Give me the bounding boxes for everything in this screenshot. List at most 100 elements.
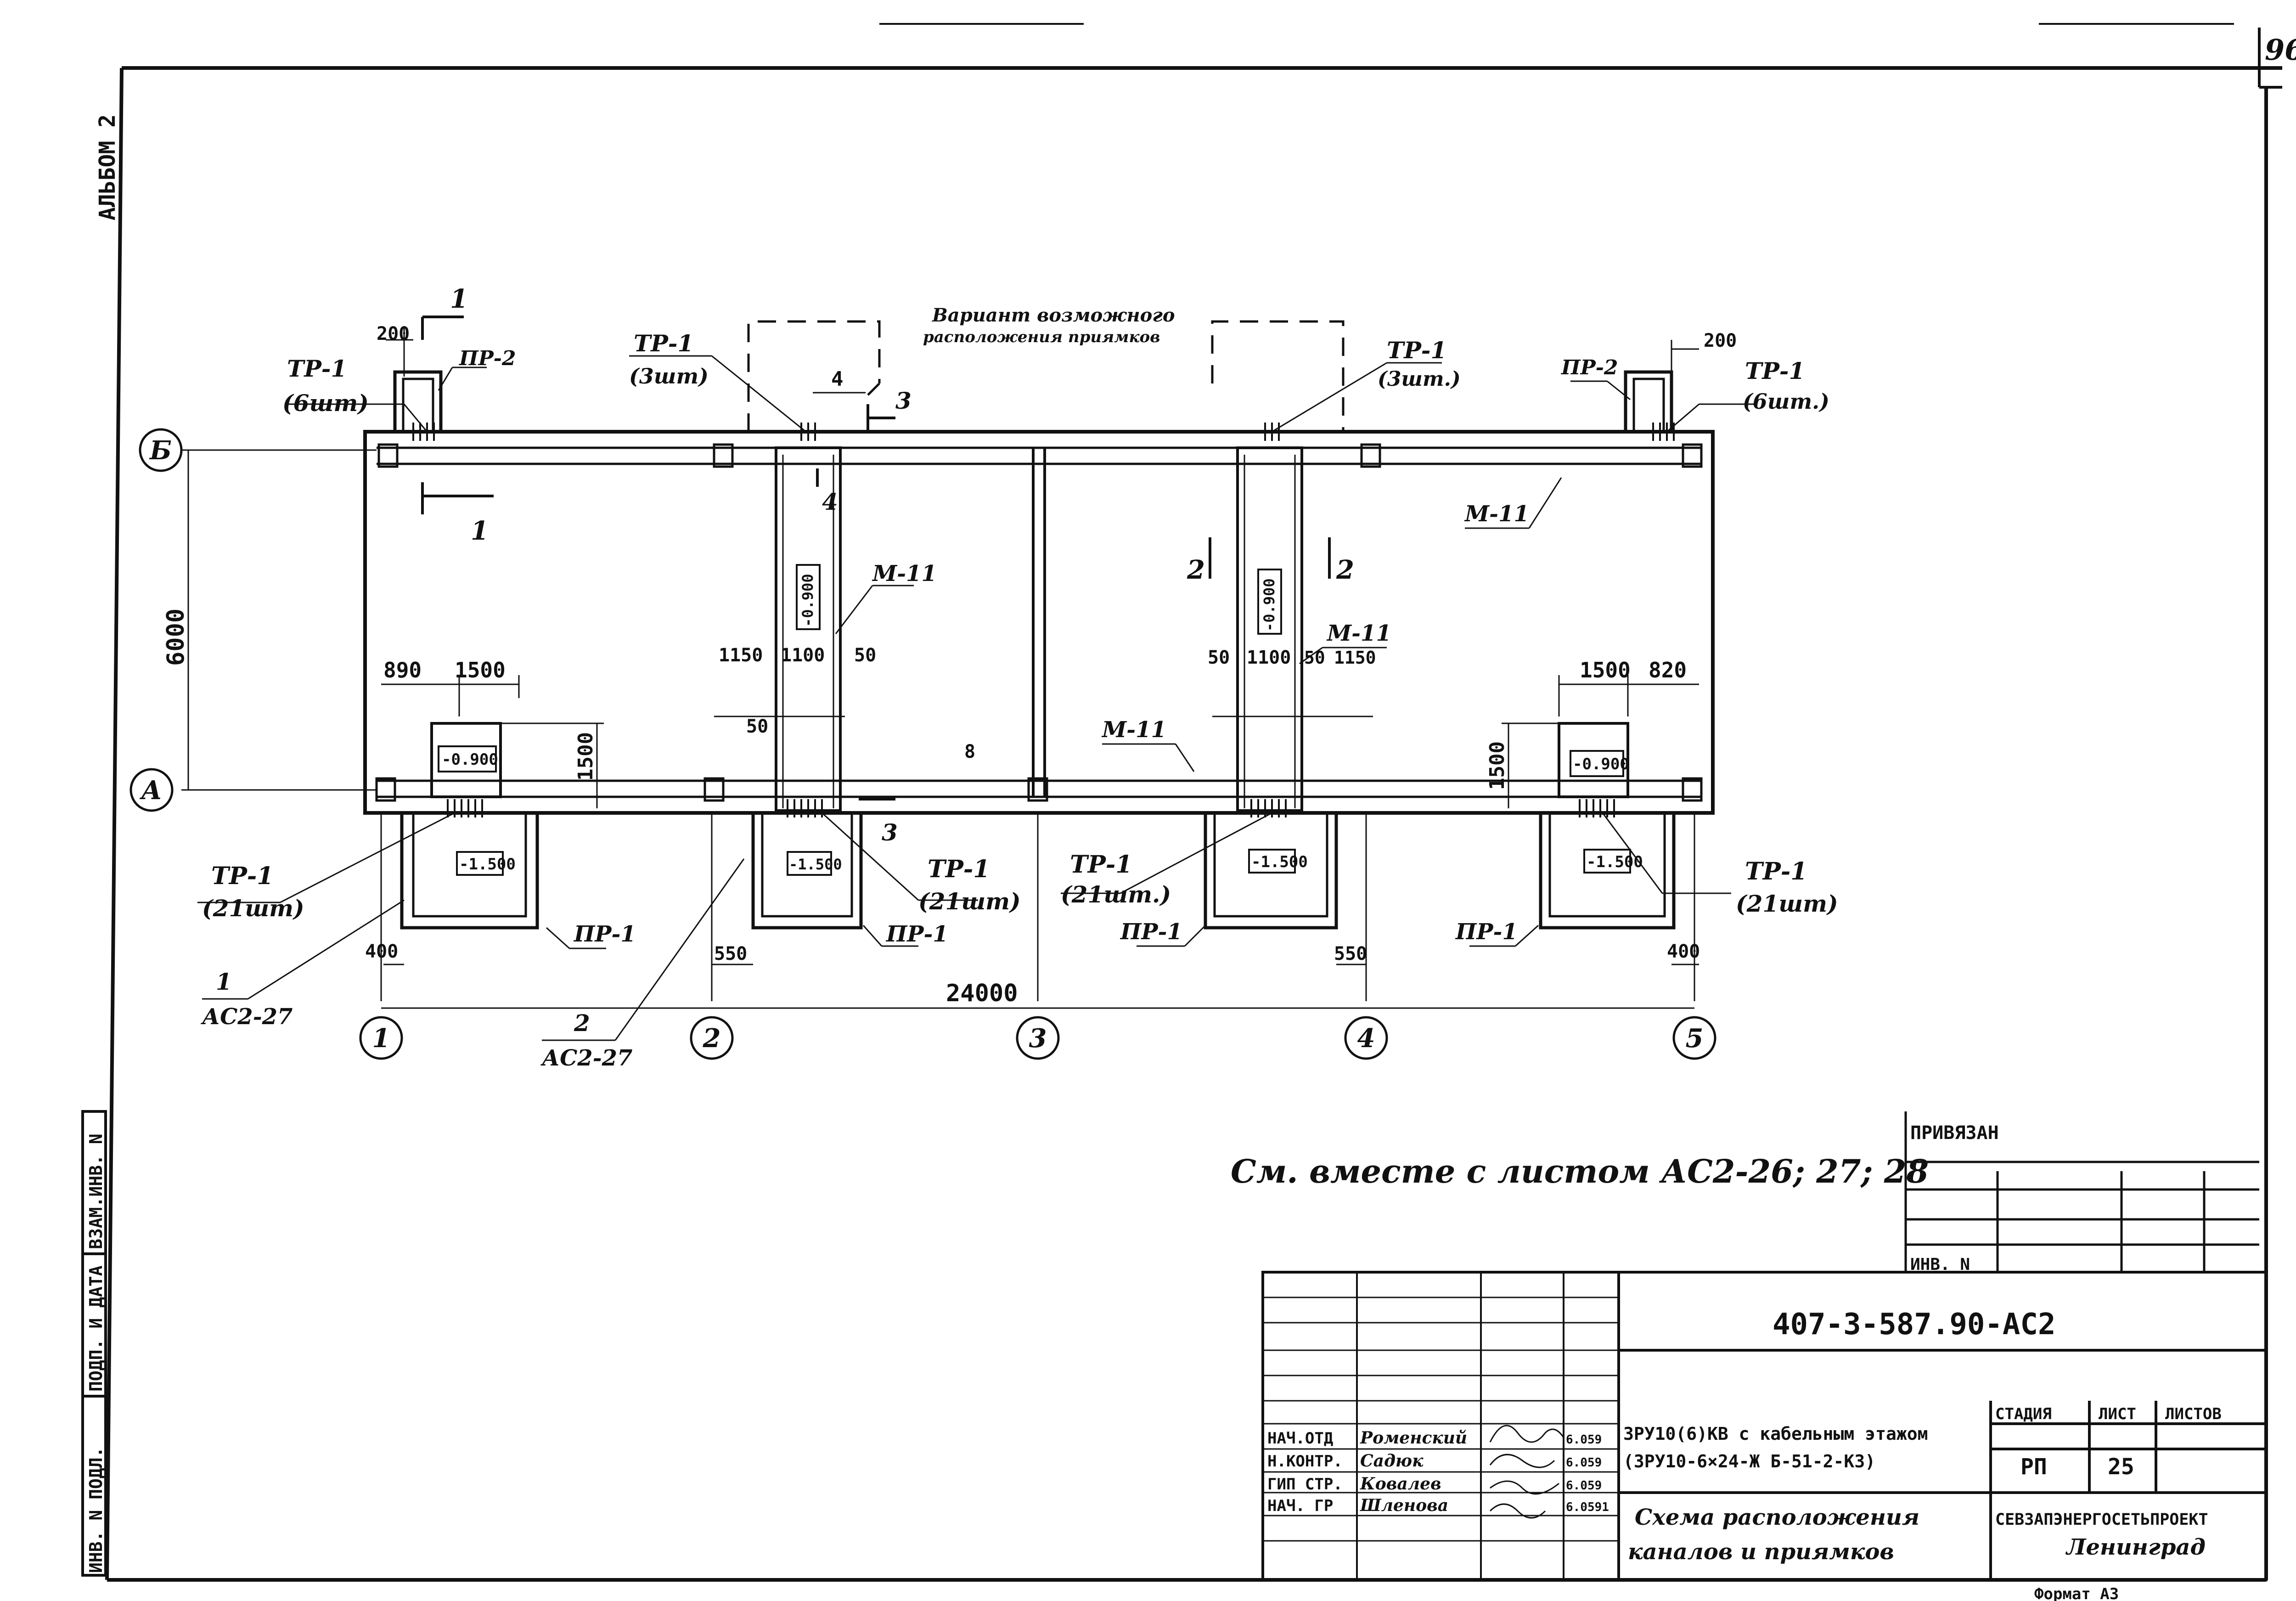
label-cut-4: 4 [822, 488, 838, 515]
date-4: 6.0591 [1566, 1500, 1609, 1514]
dim-pit-width-right: 1500 [1580, 658, 1631, 682]
signatures [1489, 1425, 1564, 1519]
axis-label-3: 3 [1029, 1023, 1047, 1054]
label-tp1-21-d-qty: (21шт) [1736, 890, 1838, 917]
label-m11-ch4: М-11 [1326, 620, 1391, 646]
dim-ch2-width: 1100 [781, 645, 825, 666]
stage-value: РП [2020, 1454, 2047, 1480]
dim-edge-400-right: 400 [1667, 941, 1700, 962]
label-cut-1-top: 1 [450, 284, 468, 314]
axis-lines [181, 449, 1695, 1009]
channel-axis-4 [1236, 446, 1303, 812]
label-cut-2-right: 2 [1336, 555, 1354, 585]
label-tp1-6-left: ТР-1 [287, 355, 347, 382]
dim-overall-length: 24000 [946, 980, 1018, 1007]
sheet-label: ЛИСТ [2099, 1405, 2136, 1423]
cross-reference-note: См. вместе с листом АС2-26; 27; 28 [1231, 1152, 1929, 1190]
role-gip-str: ГИП СТР. [1267, 1475, 1343, 1494]
project-line1: ЗРУ10(6)КВ с кабельным этажом [1623, 1424, 1928, 1444]
label-ref2-num: 2 [574, 1009, 590, 1037]
dim-pit-height-right: 1500 [1486, 741, 1509, 790]
sheet-title-line1: Схема расположения [1635, 1505, 1919, 1530]
label-tp1-21-b: ТР-1 [928, 855, 990, 883]
page-number: 96 [2265, 33, 2296, 67]
album-label: АЛЬБОМ 2 [95, 114, 120, 220]
section-marks [421, 316, 1331, 800]
pit-pr1-1 [400, 813, 539, 930]
binding-box [1904, 1111, 2266, 1274]
label-tp1-6-right: ТР-1 [1745, 357, 1805, 384]
role-n-kontr: Н.КОНТР. [1267, 1452, 1343, 1471]
label-cut-3-top: 3 [895, 387, 912, 414]
upper-pit-left [430, 722, 502, 798]
variant-pit-left [747, 320, 881, 432]
binding-title: ПРИВЯЗАН [1910, 1122, 1999, 1144]
axis-bubble-b [139, 428, 183, 472]
axis-bubble-2 [690, 1016, 734, 1060]
label-m11-ch2: М-11 [872, 561, 937, 586]
label-tp1-6-left-qty: (6шт) [282, 389, 369, 417]
label-cut-2-left: 2 [1187, 555, 1205, 585]
dim-ch4-right-50: 50 [1304, 648, 1325, 668]
sheets-label: ЛИСТОВ [2165, 1405, 2222, 1423]
label-variant-line2: расположения приямков [923, 328, 1160, 346]
label-cut-1-bottom: 1 [471, 516, 489, 546]
side-stamp [81, 1110, 107, 1577]
project-line2: (ЗРУ10-6×24-Ж Б-51-2-КЗ) [1623, 1451, 1875, 1471]
dim-pit-height-left: 1500 [574, 732, 597, 781]
level-lower-pit-2: -1.500 [789, 856, 842, 873]
level-channel-2: -0.900 [799, 574, 816, 627]
name-sadyuk: Садюк [1360, 1451, 1424, 1471]
axis-label-1: 1 [372, 1023, 390, 1054]
label-tp1-21-a: ТР-1 [211, 862, 274, 890]
building-outline [363, 430, 1715, 815]
pit-pr2-left [393, 370, 443, 432]
level-lower-pit-4: -1.500 [1587, 853, 1643, 871]
label-m11-top-right: М-11 [1464, 501, 1529, 527]
level-upper-pit-left: -0.900 [442, 750, 498, 769]
dim-top-200-right: 200 [1704, 330, 1737, 351]
axis-label-a: А [139, 775, 162, 806]
label-pr1-d: ПР-1 [1455, 919, 1518, 945]
dim-ch4-width: 1100 [1247, 647, 1291, 668]
side-stamp-podp: ПОДП. И ДАТА [86, 1265, 106, 1392]
dim-8: 8 [964, 741, 975, 762]
doc-code: 407-3-587.90-АС2 [1773, 1308, 2056, 1342]
level-boxes [438, 564, 1631, 876]
axis-bubbles [129, 428, 1716, 1060]
axis-bubble-5 [1672, 1016, 1716, 1060]
stage-label: СТАДИЯ [1995, 1405, 2052, 1423]
label-tp1-21-c: ТР-1 [1070, 851, 1132, 879]
axis-bubble-4 [1344, 1016, 1388, 1060]
dim-ch2-left-1150: 1150 [719, 645, 763, 666]
label-tp1-3-right-qty: (3шт.) [1378, 367, 1461, 391]
sheet-title-line2: каналов и приямков [1628, 1539, 1894, 1565]
level-lower-pit-1: -1.500 [459, 855, 516, 874]
label-tp1-3-left-qty: (3шт) [629, 364, 709, 389]
dim-offset-550-right: 550 [1334, 943, 1367, 964]
label-tp1-21-b-qty: (21шт) [918, 888, 1021, 915]
role-nach-otd: НАЧ.ОТД [1267, 1429, 1333, 1448]
date-3: 6.059 [1566, 1479, 1602, 1493]
dim-edge-400-left: 400 [365, 941, 398, 962]
label-pr2-left: ПР-2 [458, 347, 516, 370]
pit-pr1-2 [751, 813, 863, 930]
side-stamp-inv-podl: ИНВ. N ПОДЛ. [86, 1447, 106, 1573]
dim-ch4-right-1150: 1150 [1334, 648, 1376, 668]
dim-span-rows: 6000 [162, 609, 190, 666]
dim-ch4-left-50: 50 [1208, 647, 1230, 668]
label-tp1-21-a-qty: (21шт) [202, 895, 304, 922]
label-cut-3-bottom: 3 [882, 819, 898, 846]
level-upper-pit-right: -0.900 [1573, 755, 1629, 773]
format-label: Формат А3 [2034, 1585, 2119, 1601]
label-tp1-3-right: ТР-1 [1387, 337, 1446, 364]
label-pr1-a: ПР-1 [573, 921, 636, 947]
pit-pr2-right [1624, 370, 1673, 432]
title-block [1261, 1271, 2268, 1581]
name-romensky: Роменский [1360, 1428, 1467, 1448]
dim-top-200-left: 200 [377, 323, 410, 344]
label-m11-bottom: М-11 [1101, 717, 1166, 743]
dim-4: 4 [831, 367, 844, 391]
organization-line2: Ленинград [2065, 1534, 2206, 1560]
